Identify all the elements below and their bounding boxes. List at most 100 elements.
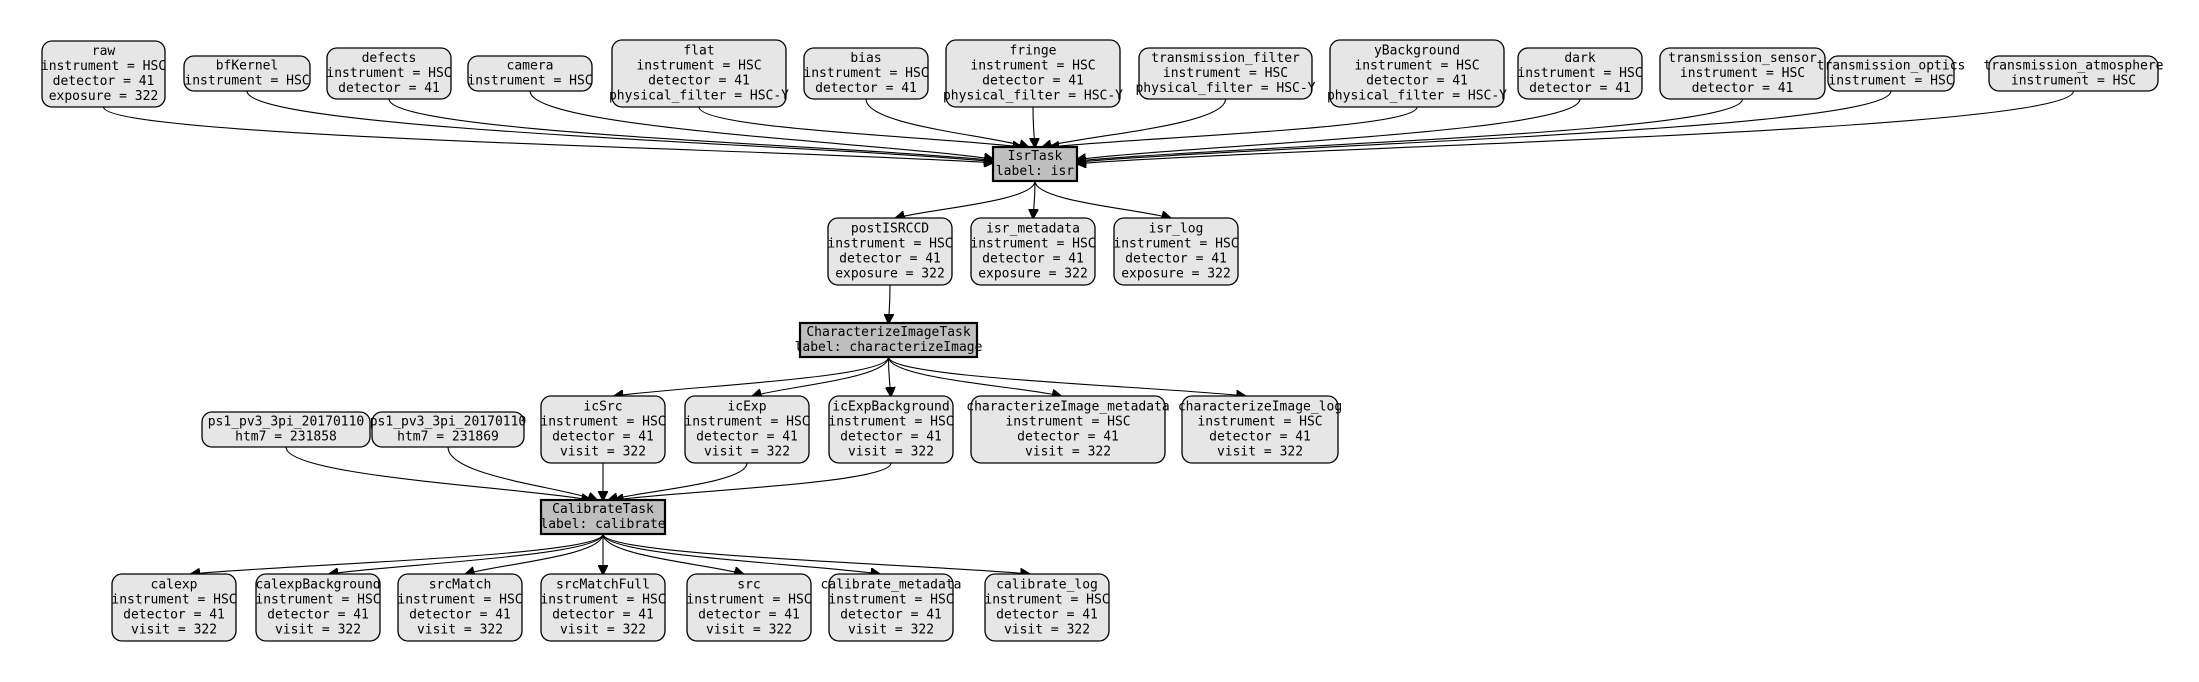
node-title: srcMatchFull <box>556 578 650 593</box>
edge-CalibrateTask-to-src <box>602 533 743 574</box>
node-attribute: visit = 322 <box>560 445 646 460</box>
edge-bias-to-IsrTask <box>865 98 1028 147</box>
node-title: CharacterizeImageTask <box>806 325 971 340</box>
node-attribute: exposure = 322 <box>49 89 159 104</box>
dataset-box <box>1827 55 1955 92</box>
node-title: postISRCCD <box>851 222 929 237</box>
edge-defects-to-IsrTask <box>388 98 993 160</box>
node-attribute: instrument = HSC <box>1163 66 1288 81</box>
dataset-box <box>945 39 1121 108</box>
node-attribute: instrument = HSC <box>1113 237 1238 252</box>
edge-ps1_b-to-CalibrateTask <box>447 446 597 500</box>
edge-IsrTask-to-postISRCCD <box>896 180 1036 218</box>
edge-CharacterizeImageTask-to-icSrc <box>614 356 890 396</box>
dataset-box <box>371 411 525 448</box>
node-attribute: visit = 322 <box>560 623 646 638</box>
node-title: icSrc <box>583 400 622 415</box>
node-title: transmission_sensor <box>1668 51 1817 66</box>
node-attribute: detector = 41 <box>982 74 1084 89</box>
node-title: IsrTask <box>1008 149 1063 164</box>
node-attribute: detector = 41 <box>1366 74 1468 89</box>
node-attribute: visit = 322 <box>1025 445 1111 460</box>
node-attribute: instrument = HSC <box>1005 415 1130 430</box>
node-attribute: detector = 41 <box>409 608 511 623</box>
dataset-box <box>1517 47 1643 100</box>
edge-flat-to-IsrTask <box>698 106 1022 147</box>
node-attribute: instrument = HSC <box>1517 66 1642 81</box>
edge-CharacterizeImageTask-to-characterizeImage_metadata <box>887 356 1061 396</box>
node-attribute: visit = 322 <box>275 623 361 638</box>
node-title: CalibrateTask <box>552 502 654 517</box>
node-attribute: physical_filter = HSC-Y <box>1135 81 1315 96</box>
node-attribute: instrument = HSC <box>184 74 309 89</box>
node-attribute: instrument = HSC <box>467 74 592 89</box>
dataset-box <box>111 573 237 642</box>
dataset-box <box>1988 55 2159 92</box>
node-attribute: instrument = HSC <box>2011 74 2136 89</box>
edge-ps1_a-to-CalibrateTask <box>285 446 590 500</box>
edge-postISRCCD-to-CharacterizeImageTask <box>889 284 890 323</box>
node-attribute: instrument = HSC <box>540 593 665 608</box>
node-title: raw <box>92 44 116 59</box>
node-title: src <box>737 578 760 593</box>
node-title: transmission_filter <box>1151 51 1300 66</box>
node-attribute: detector = 41 <box>996 608 1098 623</box>
dataset-box <box>41 40 166 108</box>
node-attribute: exposure = 322 <box>1121 267 1231 282</box>
edge-CharacterizeImageTask-to-icExpBackground <box>889 356 891 396</box>
node-attribute: instrument = HSC <box>397 593 522 608</box>
node-attribute: instrument = HSC <box>984 593 1109 608</box>
edge-CharacterizeImageTask-to-icExp <box>753 356 890 396</box>
edge-CalibrateTask-to-calexpBackground <box>329 533 604 574</box>
task-box <box>991 145 1079 183</box>
edge-camera-to-IsrTask <box>529 90 993 159</box>
dataset-box <box>611 39 787 108</box>
node-title: isr_log <box>1149 222 1204 237</box>
edge-fringe-to-IsrTask <box>1033 106 1035 147</box>
node-attribute: instrument = HSC <box>540 415 665 430</box>
node-attribute: physical_filter = HSC-Y <box>1327 89 1507 104</box>
node-attribute: detector = 41 <box>815 81 917 96</box>
dataset-box <box>1181 395 1339 464</box>
node-title: icExpBackground <box>832 400 949 415</box>
node-title: bias <box>850 51 881 66</box>
dataset-box <box>1659 47 1826 100</box>
node-attribute: detector = 41 <box>552 430 654 445</box>
edge-CalibrateTask-to-srcMatch <box>466 533 604 574</box>
edge-transmission_sensor-to-IsrTask <box>1077 98 1744 161</box>
node-attribute: visit = 322 <box>848 445 934 460</box>
